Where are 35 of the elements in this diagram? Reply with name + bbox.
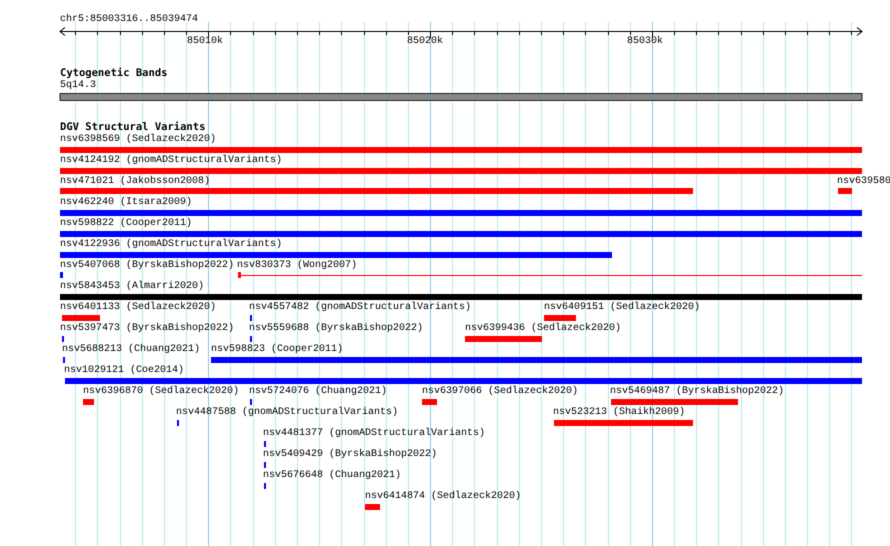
variant-label: nsv5559688 (ByrskaBishop2022) — [249, 323, 424, 335]
variant-label: nsv4487588 (gnomADStructuralVariants) — [176, 407, 398, 419]
variant-label: nsv6398569 (Sedlazeck2020) — [60, 134, 216, 146]
variant-label: nsv6414874 (Sedlazeck2020) — [365, 491, 522, 503]
tick-label: 85010k — [187, 36, 224, 48]
tick-label: 85030k — [627, 36, 664, 48]
variant-label: nsv4122936 (gnomADStructuralVariants) — [60, 239, 282, 251]
variant-label: nsv5397473 (ByrskaBishop2022) — [60, 323, 234, 335]
region-title: chr5:85003316..85039474 — [60, 14, 198, 26]
variant-label: nsv5843453 (Almarri2020) — [60, 281, 204, 293]
variant-label: nsv5676648 (Chuang2021) — [263, 470, 402, 482]
variant-label: nsv1029121 (Coe2014) — [64, 365, 184, 377]
variant-label: nsv5688213 (Chuang2021) — [62, 344, 200, 356]
variant-label: nsv598823 (Cooper2011) — [211, 344, 344, 356]
variant-label: nsv4124192 (gnomADStructuralVariants) — [60, 155, 282, 167]
variant-label: nsv5407068 (ByrskaBishop2022) — [60, 260, 234, 272]
variant-label: nsv4481377 (gnomADStructuralVariants) — [263, 428, 486, 440]
variant-label: nsv462240 (Itsara2009) — [60, 197, 192, 209]
variant-label: nsv5469487 (ByrskaBishop2022) — [610, 386, 784, 398]
variant-label: nsv830373 (Wong2007) — [237, 260, 358, 272]
variant-label: nsv598822 (Cooper2011) — [60, 218, 192, 230]
variant-label: nsv471021 (Jakobsson2008) — [60, 176, 210, 188]
variant-label: nsv6401133 (Sedlazeck2020) — [60, 302, 216, 314]
band-label: 5q14.3 — [60, 80, 96, 92]
variant-label: nsv5409429 (ByrskaBishop2022) — [263, 449, 438, 461]
variant-label: nsv6409151 (Sedlazeck2020) — [544, 302, 700, 314]
track-title: Cytogenetic Bands — [60, 67, 168, 79]
variant-label: nsv6396870 (Sedlazeck2020) — [83, 386, 240, 398]
variant-label: nsv523213 (Shaikh2009) — [553, 407, 686, 419]
tick-label: 85020k — [407, 36, 444, 48]
variant-label: nsv5724076 (Chuang2021) — [249, 386, 388, 398]
variant-label: nsv6397066 (Sedlazeck2020) — [422, 386, 578, 398]
track-title: DGV Structural Variants — [60, 121, 206, 133]
variant-label: nsv6399436 (Sedlazeck2020) — [465, 323, 622, 335]
variant-label: nsv4557482 (gnomADStructuralVariants) — [249, 302, 472, 314]
